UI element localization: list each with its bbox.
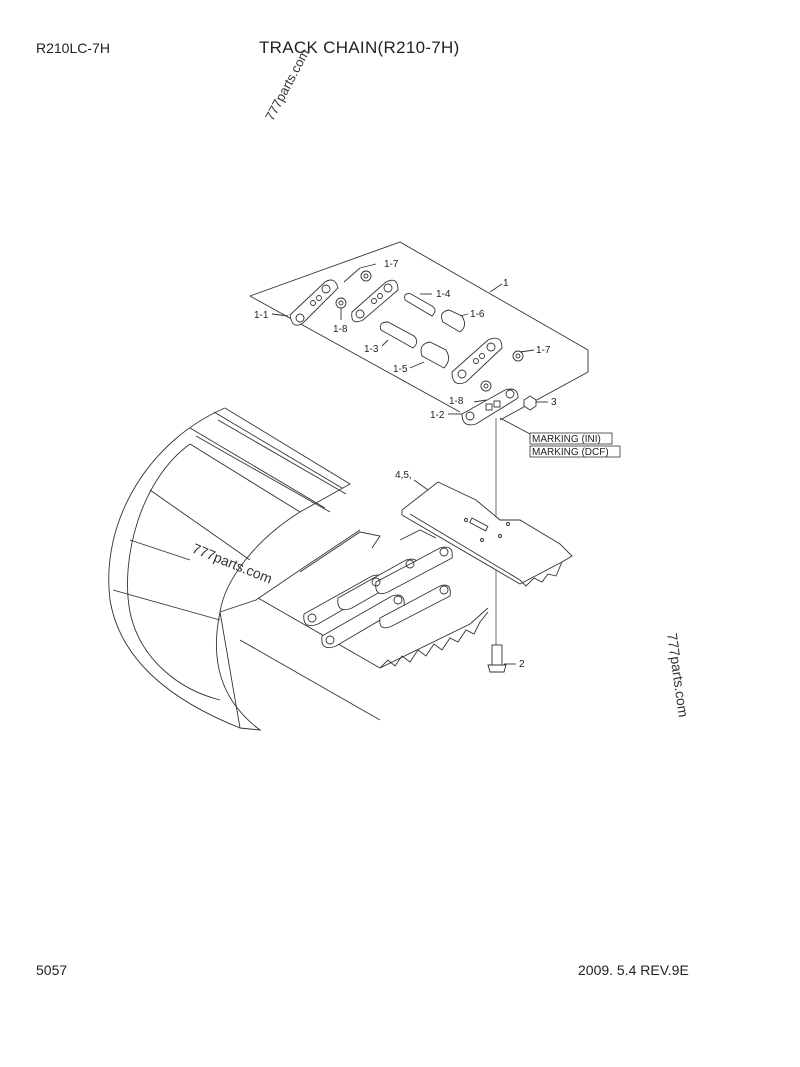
page-number: 5057	[36, 962, 68, 978]
page-title: TRACK CHAIN(R210-7H)	[259, 38, 460, 57]
callout-1-3: 1-3	[364, 344, 379, 355]
nut-3	[523, 395, 537, 411]
bolt-2	[487, 644, 507, 673]
link-lower	[451, 337, 503, 385]
callout-1-1: 1-1	[254, 310, 269, 321]
bushing-1-6	[441, 309, 465, 333]
callout-3: 3	[551, 397, 557, 408]
callout-1: 1	[503, 278, 509, 289]
pin-1-4	[404, 293, 436, 317]
callout-1-5: 1-5	[393, 364, 408, 375]
marking-dcf: MARKING (DCF)	[532, 447, 609, 458]
seal-1-8	[480, 380, 492, 392]
marking-dcf-box: MARKING (DCF)	[529, 445, 621, 458]
callout-1-4: 1-4	[436, 289, 451, 300]
callout-1-2: 1-2	[430, 410, 445, 421]
revision-date: 2009. 5.4 REV.9E	[578, 962, 689, 978]
nut-1-7	[512, 350, 524, 362]
callout-2: 2	[519, 659, 525, 670]
seal-1-8	[335, 297, 347, 309]
link-1-1	[289, 279, 339, 326]
track-shoe	[401, 481, 573, 587]
pin-1-3	[379, 321, 418, 349]
marking-ini: MARKING (INI)	[532, 434, 601, 445]
link-upper	[351, 279, 399, 323]
assembly-frame	[249, 241, 589, 421]
callout-1-8: 1-8	[449, 396, 464, 407]
nut-1-7	[360, 270, 372, 282]
bushing-1-5	[420, 341, 449, 369]
callout-1-7: 1-7	[536, 345, 551, 356]
chain-on-track	[299, 529, 453, 649]
callout-4-5: 4,5,	[395, 470, 412, 481]
model-label: R210LC-7H	[36, 40, 110, 56]
track-loop	[108, 407, 489, 731]
callout-1-6: 1-6	[470, 309, 485, 320]
callout-1-7: 1-7	[384, 259, 399, 270]
callout-1-8: 1-8	[333, 324, 348, 335]
marking-ini-box: MARKING (INI)	[529, 432, 613, 445]
link-1-2	[461, 388, 519, 426]
